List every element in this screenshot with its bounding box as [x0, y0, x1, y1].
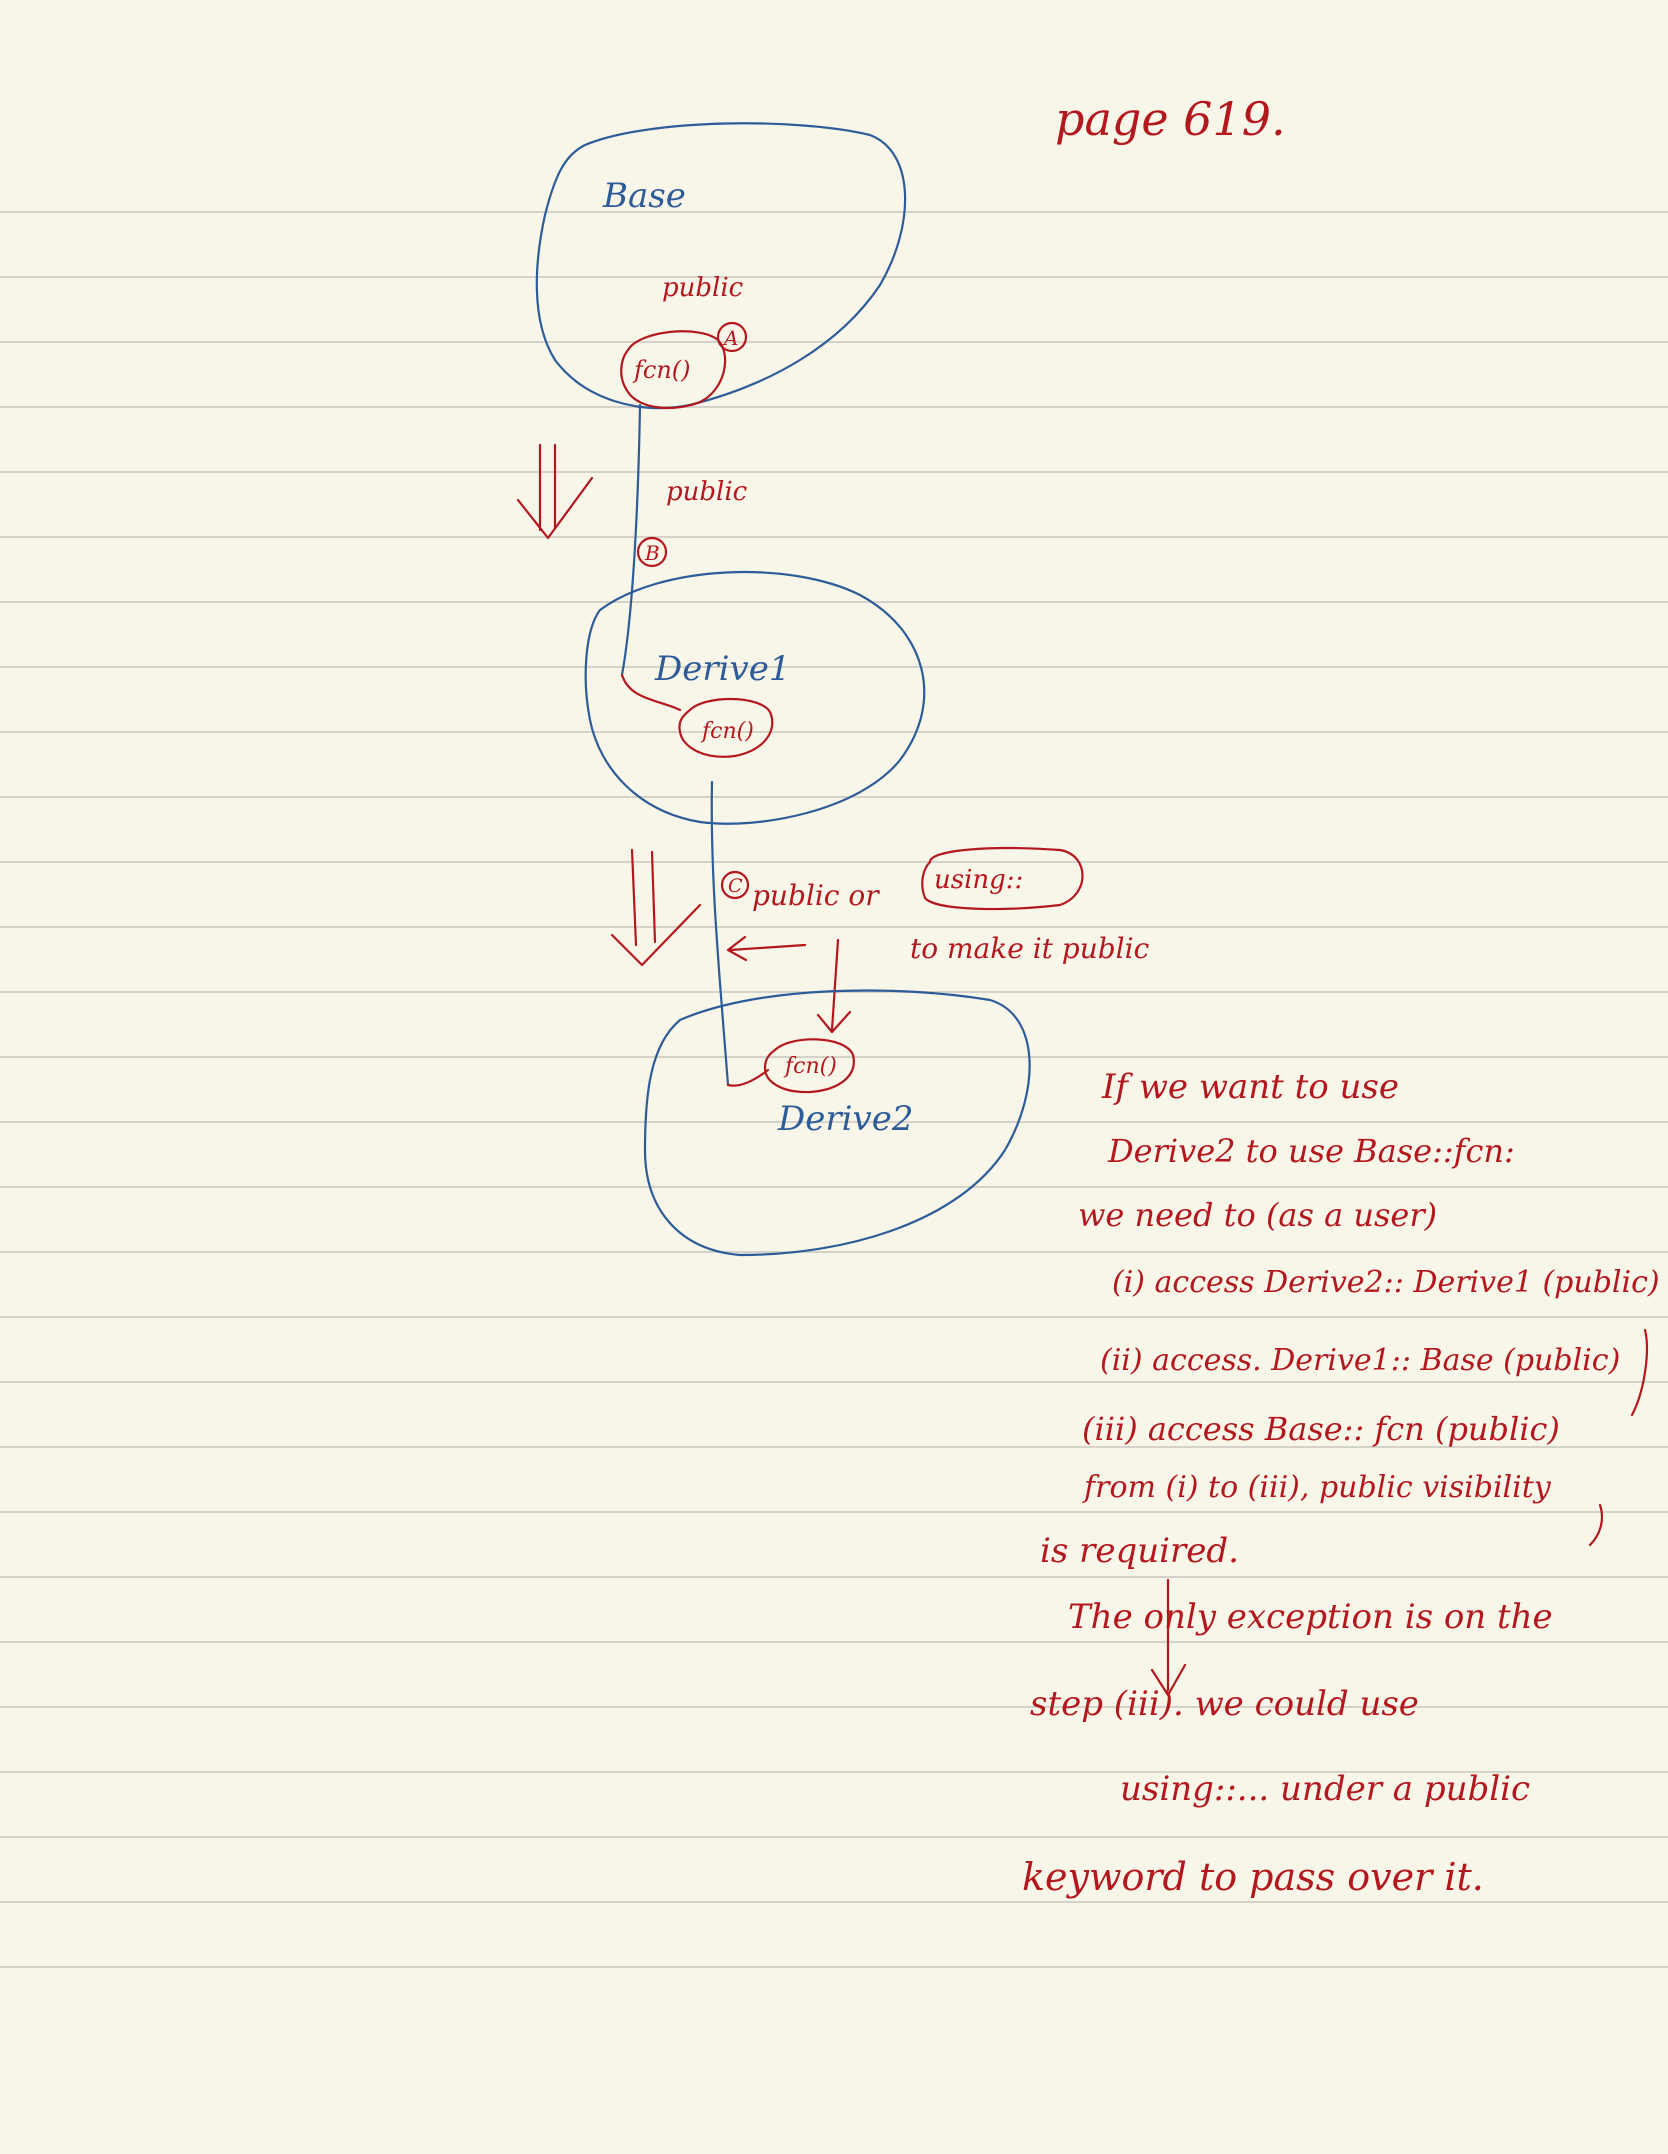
marker-c-circle — [720, 870, 750, 900]
marker-a-circle — [716, 321, 748, 353]
note-line: (iii) access Base:: fcn (public) — [1082, 1410, 1560, 1448]
ruled-line — [0, 406, 1668, 408]
ruled-line — [0, 1446, 1668, 1448]
derive1-member-label: fcn() — [700, 719, 754, 744]
ruled-line — [0, 666, 1668, 668]
base-label: Base — [602, 176, 686, 216]
ruled-line — [0, 471, 1668, 473]
ruled-line — [0, 1836, 1668, 1838]
using-label: using:: — [934, 865, 1023, 895]
ruled-line — [0, 1771, 1668, 1773]
note-line: The only exception is on the — [1068, 1597, 1553, 1637]
base-member-label: fcn() — [632, 356, 691, 384]
note-bracket — [1630, 1328, 1648, 1417]
notes-block: If we want to use Derive2 to use Base::f… — [1022, 1067, 1660, 1899]
derive2-visibility-label: public or — [752, 879, 880, 912]
inheritance-line-derive1-derive2 — [710, 780, 730, 1087]
derive1-visibility-label: public — [666, 477, 748, 507]
derive2-scope-outline — [643, 989, 1031, 1257]
ruled-line — [0, 1966, 1668, 1968]
marker-b: B — [644, 541, 660, 565]
base-visibility-label: public — [662, 273, 744, 303]
marker-a: A — [722, 326, 738, 350]
derive1-scope-outline — [584, 571, 926, 825]
ruled-line — [0, 1251, 1668, 1253]
ruled-line — [0, 861, 1668, 863]
ruled-line — [0, 1901, 1668, 1903]
note-line: using::... under a public — [1120, 1769, 1530, 1809]
base-member-outline — [620, 330, 727, 410]
derive2-member-label: fcn() — [783, 1054, 837, 1079]
inheritance-line-base-derive1 — [620, 403, 642, 677]
ruled-line — [0, 1706, 1668, 1708]
inheritance-arrow-1 — [516, 443, 594, 540]
ruled-line — [0, 1186, 1668, 1188]
note-line: we need to (as a user) — [1078, 1196, 1437, 1234]
note-line: (i) access Derive2:: Derive1 (public) — [1112, 1265, 1660, 1300]
marker-c: C — [728, 875, 743, 897]
marker-b-circle — [636, 536, 668, 568]
using-arrow — [726, 935, 852, 1034]
note-line: from (i) to (iii), public visibility — [1082, 1470, 1552, 1505]
derive1-member-outline — [678, 697, 774, 758]
ruled-line — [0, 536, 1668, 538]
note-line: step (iii). we could use — [1030, 1684, 1419, 1724]
note-line: is required. — [1040, 1531, 1239, 1571]
ruled-line — [0, 341, 1668, 343]
page-label: page 619. — [1055, 92, 1286, 146]
inheritance-arrow-2 — [610, 848, 702, 967]
ruled-line — [0, 211, 1668, 213]
base-scope-outline — [535, 122, 907, 410]
ruled-line — [0, 276, 1668, 278]
ruled-line — [0, 1316, 1668, 1318]
ruled-line — [0, 1511, 1668, 1513]
ruled-line — [0, 601, 1668, 603]
note-line: keyword to pass over it. — [1022, 1855, 1484, 1899]
ruled-line — [0, 1056, 1668, 1058]
ruled-line — [0, 1121, 1668, 1123]
note-line: If we want to use — [1101, 1067, 1399, 1107]
ruled-line — [0, 1576, 1668, 1578]
using-outline — [921, 846, 1084, 911]
note-arrow — [1150, 1578, 1187, 1697]
ruled-line — [0, 1381, 1668, 1383]
note-bracket — [1588, 1503, 1604, 1547]
ruled-line — [0, 926, 1668, 928]
derive2-label: Derive2 — [777, 1099, 913, 1139]
derive2-member-link — [726, 1068, 770, 1087]
derive2-member-outline — [763, 1038, 855, 1094]
using-note: to make it public — [910, 932, 1150, 965]
ruled-line — [0, 1641, 1668, 1643]
derive1-label: Derive1 — [654, 649, 790, 689]
note-line: (ii) access. Derive1:: Base (public) — [1100, 1343, 1620, 1378]
ruled-line — [0, 796, 1668, 798]
ruled-line — [0, 731, 1668, 733]
derive1-member-link — [620, 673, 682, 712]
note-line: Derive2 to use Base::fcn: — [1107, 1132, 1515, 1170]
